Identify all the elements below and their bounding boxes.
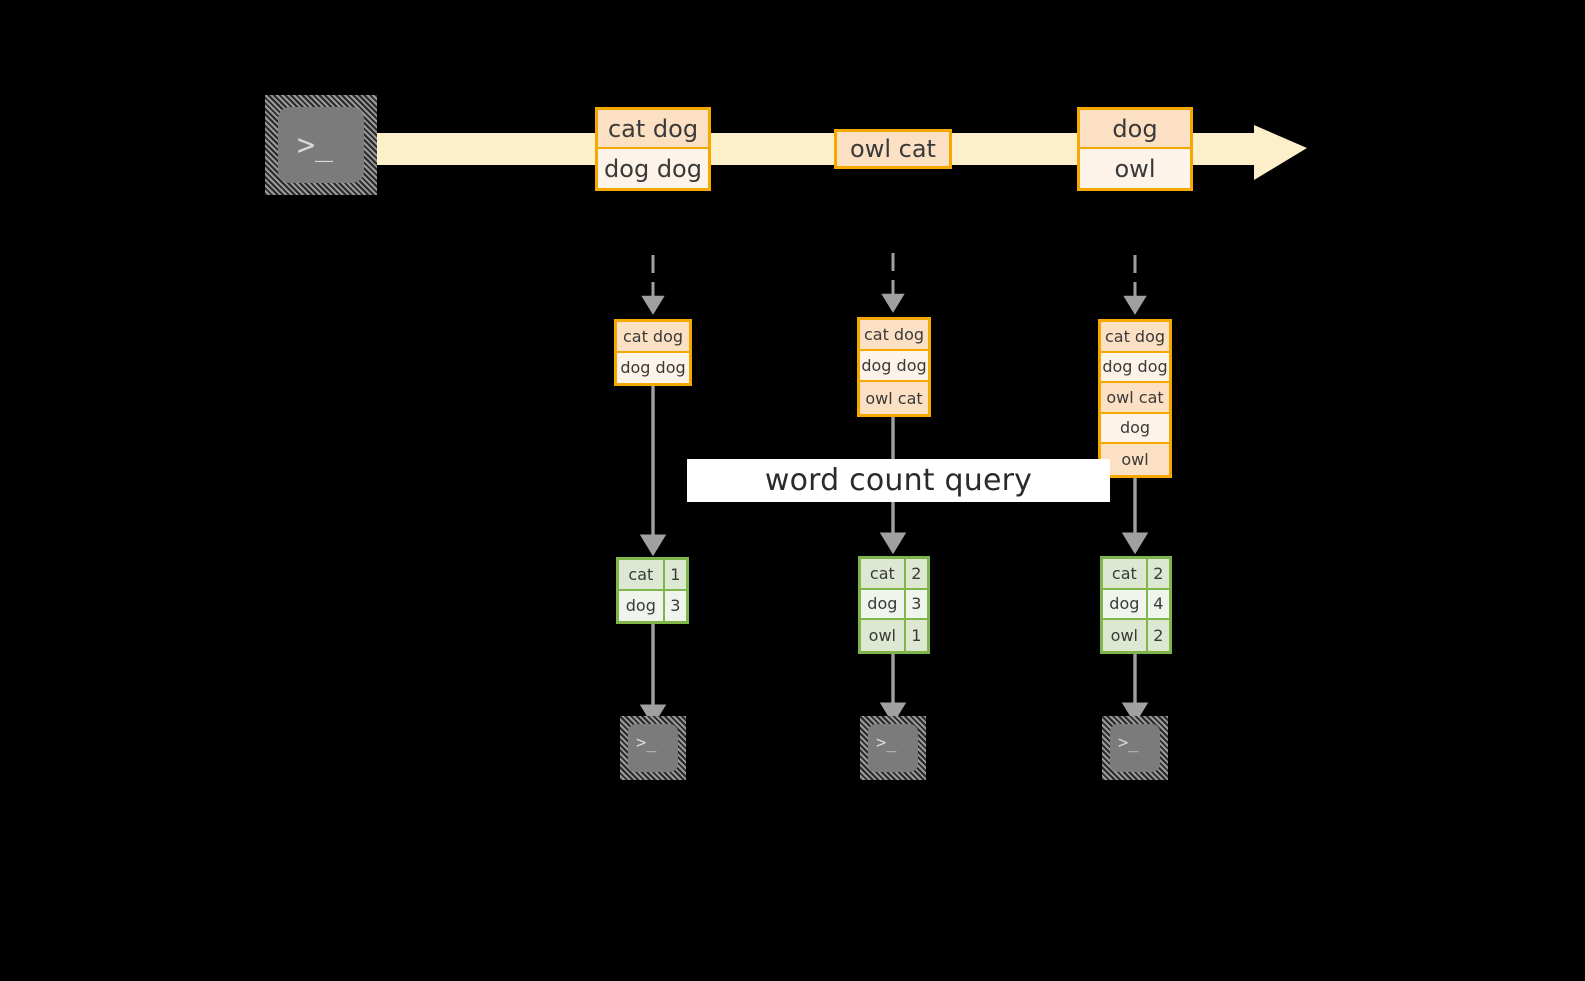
terminal-prompt-glyph: >_: [1118, 733, 1139, 753]
terminal-prompt-glyph: >_: [876, 733, 897, 753]
terminal-screen: [1110, 724, 1160, 772]
terminal-screen: [628, 724, 678, 772]
snapshot-input-line: dog dog: [860, 351, 928, 382]
snapshot-3-sink-terminal-icon[interactable]: >_: [1102, 716, 1168, 780]
stream-record-1[interactable]: cat dog dog dog: [595, 107, 711, 191]
snapshot-input-line: dog dog: [1101, 352, 1169, 383]
table-cell-count: 2: [1147, 559, 1169, 588]
table-cell-count: 1: [905, 620, 927, 651]
snapshot-input-line: owl: [1101, 444, 1169, 475]
table-cell-count: 4: [1147, 589, 1169, 618]
table-row: cat 2: [1103, 559, 1169, 590]
snapshot-input-line: owl cat: [1101, 383, 1169, 414]
table-cell-word: cat: [1103, 559, 1148, 588]
table-cell-count: 2: [905, 559, 927, 588]
snapshot-1-input-stack[interactable]: cat dog dog dog: [614, 319, 692, 386]
table-cell-word: dog: [861, 589, 906, 618]
table-row: dog 3: [619, 590, 686, 621]
snapshot-1-sink-terminal-icon[interactable]: >_: [620, 716, 686, 780]
stream-record-3[interactable]: dog owl: [1077, 107, 1193, 191]
terminal-screen: [868, 724, 918, 772]
stream-record-line: cat dog: [598, 110, 708, 149]
table-cell-word: owl: [861, 620, 906, 651]
table-cell-count: 2: [1147, 620, 1169, 651]
terminal-prompt-glyph: >_: [297, 128, 334, 163]
snapshot-input-line: dog: [1101, 413, 1169, 444]
stream-record-line: owl: [1080, 149, 1190, 188]
table-row: dog 3: [861, 589, 927, 620]
table-cell-word: cat: [861, 559, 906, 588]
snapshot-input-line: cat dog: [860, 320, 928, 351]
table-row: owl 1: [861, 620, 927, 651]
snapshot-input-line: owl cat: [860, 382, 928, 414]
stream-record-line: dog dog: [598, 149, 708, 188]
table-cell-word: dog: [619, 590, 665, 621]
table-cell-word: dog: [1103, 589, 1148, 618]
table-row: cat 2: [861, 559, 927, 590]
snapshot-3-input-stack[interactable]: cat dog dog dog owl cat dog owl: [1098, 319, 1172, 478]
source-terminal-icon[interactable]: >_: [265, 95, 377, 195]
stream-record-2[interactable]: owl cat: [834, 129, 952, 169]
terminal-prompt-glyph: >_: [636, 733, 657, 753]
table-row: cat 1: [619, 560, 686, 591]
table-cell-count: 1: [664, 560, 686, 589]
table-cell-word: cat: [619, 560, 665, 589]
snapshot-3-result-table[interactable]: cat 2 dog 4 owl 2: [1100, 556, 1172, 654]
stream-record-line: dog: [1080, 110, 1190, 149]
snapshot-input-line: cat dog: [1101, 322, 1169, 353]
snapshot-2-sink-terminal-icon[interactable]: >_: [860, 716, 926, 780]
table-cell-count: 3: [905, 589, 927, 618]
snapshot-input-line: cat dog: [617, 322, 689, 353]
table-row: dog 4: [1103, 589, 1169, 620]
query-label: word count query: [687, 459, 1110, 502]
terminal-screen: [278, 107, 364, 183]
table-cell-count: 3: [664, 590, 686, 621]
table-cell-word: owl: [1103, 620, 1148, 651]
snapshot-1-result-table[interactable]: cat 1 dog 3: [616, 557, 689, 624]
snapshot-input-line: dog dog: [617, 352, 689, 383]
snapshot-2-result-table[interactable]: cat 2 dog 3 owl 1: [858, 556, 930, 654]
table-row: owl 2: [1103, 620, 1169, 651]
snapshot-2-input-stack[interactable]: cat dog dog dog owl cat: [857, 317, 931, 417]
